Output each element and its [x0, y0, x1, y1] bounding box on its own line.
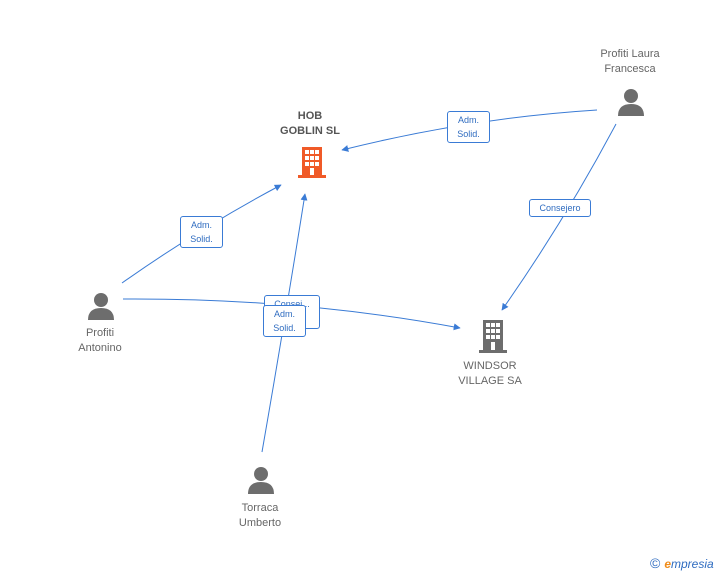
brand-watermark: ©empresia	[650, 555, 714, 571]
edge-label-laura-windsor: Consejero	[529, 199, 591, 217]
edge-label-umberto-hob-goblin: Adm. Solid.	[263, 305, 306, 337]
person-label-antonino[interactable]: Profiti Antonino	[78, 327, 122, 354]
building-icon-hob-goblin[interactable]	[298, 147, 326, 178]
company-label-windsor[interactable]: WINDSOR VILLAGE SA	[458, 360, 522, 387]
building-icon-windsor[interactable]	[479, 320, 507, 353]
person-icon-antonino[interactable]	[88, 293, 114, 320]
brand-logo-text: mpresia	[671, 557, 714, 571]
edge-laura-windsor	[501, 123, 617, 311]
person-label-laura[interactable]: Profiti Laura Francesca	[600, 48, 660, 75]
copyright-symbol: ©	[650, 555, 661, 571]
person-label-umberto[interactable]: Torraca Umberto	[238, 502, 282, 529]
edge-label-antonino-hob-goblin: Adm. Solid.	[180, 216, 223, 248]
company-label-hob-goblin[interactable]: HOB GOBLIN SL	[280, 110, 340, 137]
person-icon-umberto[interactable]	[248, 467, 274, 494]
brand-logo-initial: e	[664, 557, 672, 571]
edge-label-laura-hob-goblin: Adm. Solid.	[447, 111, 490, 143]
person-icon-laura[interactable]	[618, 89, 644, 116]
